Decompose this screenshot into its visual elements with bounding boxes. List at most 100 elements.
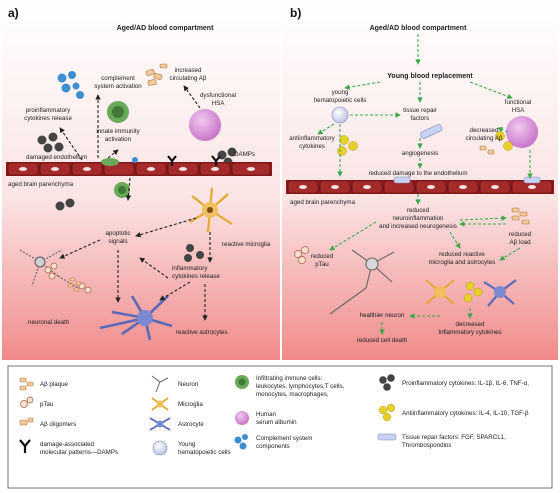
panel-a: a) Aged/AD blood compartment complement … — [6, 6, 272, 341]
apoptotic-signals-label-1: apoptotic — [105, 230, 130, 237]
legend-human-sa-1: Human — [256, 411, 277, 418]
reduced-cell-death-label: reduced cell death — [357, 337, 408, 344]
young-hsc-cell — [331, 106, 349, 124]
reactive-microglia-label: reactive microglia — [222, 241, 271, 248]
tissue-repair-factor — [420, 123, 443, 139]
panel-a-letter: a) — [8, 6, 19, 20]
antiinflammatory-label-1: antiinflammatory — [289, 135, 335, 142]
complement-components — [57, 71, 84, 99]
increased-abeta-label-1: increased — [175, 67, 202, 74]
young-blood-replacement-title: Young blood replacement — [387, 73, 473, 80]
legend-neuron-icon — [151, 375, 169, 393]
infiltrating-immune-cell-2 — [114, 182, 130, 198]
panel-a-arrows — [59, 85, 213, 321]
dysfunctional-hsa-label-1: dysfunctional — [200, 92, 236, 99]
proinflammatory-release-label-2: cytokines release — [24, 115, 72, 122]
albumin-sphere-b — [506, 116, 538, 148]
legend-complement-2: components — [256, 443, 290, 450]
legend-abeta-oligomers: Aβ oligomers — [40, 421, 76, 428]
antiinflammatory-cytokines-b — [463, 281, 483, 303]
reduced-damage-label: reduced damage to the endothelium — [368, 170, 467, 177]
legend-infiltrating-3: monocytes, macrophages, — [256, 391, 329, 398]
reduced-neuroinflammation-label-2: neuroinflammation — [393, 215, 444, 222]
damps-label: DAMPs — [234, 151, 255, 158]
legend-antiinflammatory: Antiinflammatory cytokines: IL-4, IL-10,… — [402, 410, 529, 417]
innate-immunity-label-2: activation — [105, 136, 132, 143]
legend-neuron: Neuron — [178, 381, 199, 388]
tissue-repair-label-1: tissue repair — [403, 107, 437, 114]
legend-immune-cell-icon — [235, 375, 249, 389]
tissue-repair-label-2: factors — [411, 115, 430, 122]
decreased-cytokines-label-2: Inflammatory cytokines — [438, 329, 501, 336]
ptau-tangles — [44, 262, 92, 294]
healthier-neuron-label: healthier neuron — [360, 312, 405, 319]
healthy-neuron — [329, 249, 395, 315]
inflammatory-release-label-2: cytokines release — [172, 273, 220, 280]
legend: Aβ plaque pTau Aβ oligomers damage-assoc… — [7, 365, 553, 489]
legend-proinflammatory: Proinflammatory cytokines: IL-1β, IL-6, … — [402, 380, 529, 387]
legend-proinflammatory-icon — [379, 374, 395, 391]
complement-activation-label-2: system activation — [94, 83, 142, 90]
complement-activation-label-1: complement — [101, 75, 135, 82]
legend-human-sa-2: serum albumin — [256, 419, 297, 426]
panel-b-compartment-title: Aged/AD blood compartment — [370, 25, 468, 32]
legend-astrocyte: Astrocyte — [178, 421, 204, 428]
aged-parenchyma-label-b: aged brain parenchyma — [290, 199, 356, 206]
legend-complement-1: Complement system — [256, 435, 312, 442]
decreased-cytokines-label-1: decreased — [456, 321, 485, 328]
panel-b-arrows — [317, 34, 533, 335]
inflammatory-release-label-1: inflammatory — [172, 265, 208, 272]
proinflammatory-cytokines-3 — [55, 198, 204, 262]
abeta-plaque-b — [511, 207, 530, 225]
reactive-astrocyte — [99, 295, 173, 341]
reactive-microglia — [189, 187, 233, 233]
infiltrating-immune-cell — [107, 101, 129, 123]
legend-young-hsc-1: Young — [178, 441, 196, 448]
legend-infiltrating-2: leukocytes, lymphocytes,T cells, — [256, 383, 345, 390]
legend-ptau: pTau — [40, 401, 54, 408]
panel-a-compartment-title: Aged/AD blood compartment — [117, 25, 215, 32]
legend-damps-1: damage-associated — [40, 441, 95, 448]
astrocyte-b — [483, 279, 517, 307]
innate-immunity-label-1: innate immunity — [96, 128, 140, 135]
legend-tissue-repair-icon — [377, 433, 397, 441]
reduced-neuroinflammation-label-3: and increased neurogenesis — [379, 223, 457, 230]
legend-young-hsc-icon — [152, 440, 168, 456]
legend-abeta-plaque-icon — [19, 377, 34, 391]
legend-oligomers-icon — [19, 417, 34, 426]
legend-damps-2: molecular patterns—DAMPs — [40, 449, 118, 456]
reduced-neuroinflammation-label-1: reduced — [407, 207, 430, 214]
aged-parenchyma-label-a: aged brain parenchyma — [8, 181, 74, 188]
young-hsc-label-2: hematopoietic cells — [314, 97, 367, 104]
vessel-wall-b — [286, 176, 554, 194]
damaged-endothelium-label: damaged endothelium — [26, 154, 87, 161]
reduced-ptau-label-1: reduced — [311, 253, 334, 260]
legend-antiinflammatory-icon — [378, 403, 396, 422]
antiinflammatory-label-2: cytokines — [299, 143, 325, 150]
apoptotic-signals-label-2: signals — [108, 238, 127, 245]
proinflammatory-cytokines — [37, 132, 64, 153]
legend-infiltrating-1: Infiltrating immune cells: — [256, 375, 323, 382]
reduced-abeta-load-label-2: Aβ load — [509, 239, 531, 246]
legend-albumin-icon — [235, 411, 249, 425]
reduced-abeta-load-label-1: reduced — [509, 231, 532, 238]
ptau-b — [294, 246, 309, 264]
reduced-reactive-label-2: microglia and astrocytes — [429, 259, 496, 266]
legend-ptau-icon — [20, 396, 34, 408]
decreased-abeta-label-1: decreased — [470, 127, 499, 134]
panel-a-background — [2, 2, 280, 360]
reduced-ptau-label-2: pTau — [315, 261, 329, 268]
proinflammatory-release-label-1: proinflammatory — [26, 107, 71, 114]
reduced-reactive-label-1: reduced reactive — [439, 251, 485, 258]
dysfunctional-hsa-label-2: HSA — [212, 100, 226, 107]
angiogenesis-label: angiogenesis — [402, 150, 438, 157]
increased-abeta-label-2: circulating Aβ — [170, 75, 207, 82]
functional-hsa-label-2: HSA — [512, 107, 526, 114]
vessel-wall-a — [6, 155, 272, 176]
panel-b-letter: b) — [290, 6, 301, 20]
dying-neuron — [19, 249, 79, 289]
decreased-abeta-label-2: circulating Aβ — [466, 135, 503, 142]
abeta-oligomers — [145, 63, 168, 86]
legend-microglia-icon — [151, 397, 169, 411]
